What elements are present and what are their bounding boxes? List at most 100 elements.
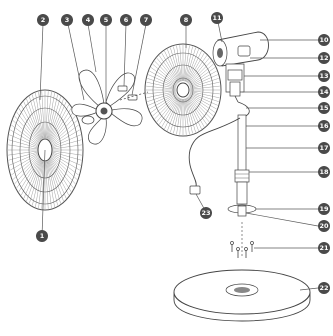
grille-spoke <box>147 78 176 88</box>
grille-spoke <box>50 157 74 189</box>
grille-spoke <box>41 161 45 209</box>
callout-21: 21 <box>318 242 330 254</box>
grille-spoke <box>10 129 39 147</box>
grille-spoke <box>47 161 58 206</box>
grille-spoke <box>51 153 80 171</box>
fan-base <box>173 269 311 322</box>
grille-spoke <box>188 95 212 120</box>
grille-spoke <box>38 91 44 139</box>
grille-spoke <box>152 64 178 85</box>
svg-text:7: 7 <box>144 16 149 24</box>
grille-spoke <box>50 156 76 184</box>
svg-text:22: 22 <box>319 284 328 292</box>
callout-10: 10 <box>318 34 330 46</box>
grille-spoke <box>161 53 179 83</box>
svg-text:1: 1 <box>40 232 45 240</box>
grille-spoke <box>164 50 180 83</box>
grille-spoke <box>154 95 178 120</box>
grille-spoke <box>23 159 41 199</box>
grille-spoke <box>50 108 72 142</box>
grille-spoke <box>190 92 219 102</box>
callout-23: 23 <box>200 207 212 219</box>
grille-spoke <box>51 129 80 147</box>
svg-text:4: 4 <box>86 16 91 24</box>
grille-spoke <box>52 139 82 149</box>
svg-text:14: 14 <box>319 88 329 96</box>
grille-spoke <box>179 45 183 82</box>
grille-spoke <box>189 93 217 110</box>
callout-1: 1 <box>36 230 48 242</box>
grille-spoke <box>21 158 41 196</box>
grille-spoke <box>12 120 39 145</box>
grille-spoke <box>190 91 220 98</box>
grille-spoke <box>51 155 78 180</box>
grille-spoke <box>187 96 207 125</box>
grille-spoke <box>184 46 193 82</box>
svg-text:3: 3 <box>65 16 70 24</box>
grille-spoke <box>161 97 179 127</box>
grille-spoke <box>187 97 205 127</box>
grille-spoke <box>185 47 196 82</box>
grille-spoke <box>8 139 38 149</box>
grille-spoke <box>35 161 44 208</box>
grille-spoke <box>190 90 220 95</box>
grille-spoke <box>190 78 219 88</box>
grille-spoke <box>8 144 38 150</box>
grille-spoke <box>21 104 41 142</box>
svg-text:17: 17 <box>319 144 328 152</box>
grille-spoke <box>188 95 214 116</box>
callout-17: 17 <box>318 142 330 154</box>
callout-5: 5 <box>100 14 112 26</box>
grille-spoke <box>184 98 190 135</box>
grille-spoke <box>29 96 43 140</box>
svg-text:10: 10 <box>319 36 329 44</box>
grille-spoke <box>187 55 207 84</box>
grille-spoke <box>150 94 177 113</box>
grille-spoke <box>52 144 82 150</box>
callout-8: 8 <box>180 14 192 26</box>
spinner-nut <box>81 115 95 125</box>
grille-spoke <box>156 58 178 84</box>
fixing-parts <box>117 85 149 101</box>
grille-spoke <box>46 91 52 139</box>
callout-11: 11 <box>211 12 223 24</box>
grille-spoke <box>167 98 181 131</box>
grille-spoke <box>146 90 176 95</box>
grille-spoke <box>46 92 55 139</box>
grille-spoke <box>147 92 176 102</box>
grille-spoke <box>52 151 82 161</box>
grille-spoke <box>173 98 182 134</box>
grille-spoke <box>183 45 187 82</box>
callout-12: 12 <box>318 52 330 64</box>
callout-6: 6 <box>120 14 132 26</box>
grille-spoke <box>50 111 74 143</box>
callout-16: 16 <box>318 120 330 132</box>
svg-text:12: 12 <box>319 54 328 62</box>
grille-spoke <box>185 98 196 133</box>
svg-text:5: 5 <box>104 16 109 24</box>
grille-spoke <box>189 92 218 106</box>
grille-spoke <box>49 159 67 199</box>
grille-spoke <box>10 153 39 171</box>
grille-spoke <box>18 108 40 142</box>
leader-lines <box>39 21 319 291</box>
callout-15: 15 <box>318 102 330 114</box>
grille-spoke <box>47 96 61 140</box>
callout-3: 3 <box>61 14 73 26</box>
grille-spoke <box>189 67 216 86</box>
grille-spoke <box>189 74 218 88</box>
grille-spoke <box>23 101 41 141</box>
grille-spoke <box>159 96 179 125</box>
grille-spoke <box>38 161 44 209</box>
svg-text:8: 8 <box>184 16 189 24</box>
grille-spoke <box>164 97 180 130</box>
grille-spoke <box>51 154 79 176</box>
grille-spoke <box>189 70 217 87</box>
grille-spoke <box>51 124 79 146</box>
grille-spoke <box>32 161 43 206</box>
svg-text:13: 13 <box>319 72 328 80</box>
callout-18: 18 <box>318 166 330 178</box>
grille-spoke <box>16 111 40 143</box>
grille-spoke <box>41 91 45 139</box>
svg-text:16: 16 <box>319 122 329 130</box>
